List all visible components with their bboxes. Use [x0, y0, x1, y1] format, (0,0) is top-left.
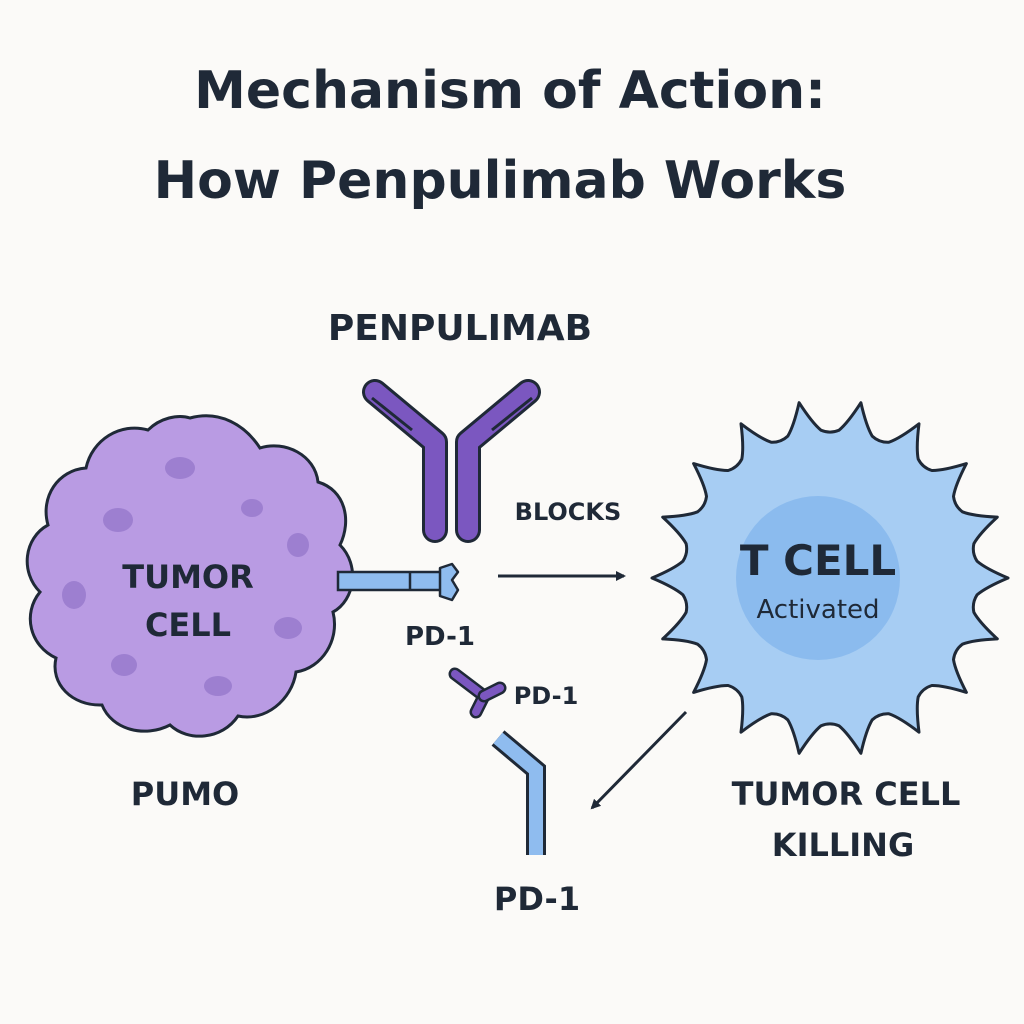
tumor-spot — [204, 676, 232, 696]
tumor-spot — [111, 654, 137, 676]
antibody-fragment-icon — [448, 667, 507, 719]
tumor-spot — [241, 499, 263, 517]
tumor-cell — [25, 414, 355, 738]
pd1-receptor-lower — [491, 730, 546, 855]
blocks-label: BLOCKS — [515, 498, 622, 526]
pd1-receptor-upper — [336, 562, 460, 602]
outcome-label-line-2: KILLING — [772, 826, 914, 864]
tumor-spot — [287, 533, 309, 557]
title-line-2: How Penpulimab Works — [154, 151, 847, 211]
tumor-spot — [103, 508, 133, 532]
pd1-label-upper: PD-1 — [405, 622, 475, 652]
t-cell-nucleus — [736, 496, 900, 660]
pd1-label-lower: PD-1 — [494, 880, 580, 918]
t-cell-status: Activated — [756, 595, 879, 625]
tumor-spot — [274, 617, 302, 639]
tumor-spot — [62, 581, 86, 609]
antibody-icon — [362, 379, 541, 543]
t-cell-label: T CELL — [740, 536, 896, 585]
outcome-label-line-1: TUMOR CELL — [732, 775, 961, 813]
tumor-cell-caption: PUMO — [131, 775, 239, 813]
t-cell — [650, 401, 1010, 755]
title-line-1: Mechanism of Action: — [194, 61, 826, 121]
tumor-cell-label-line-2: CELL — [145, 606, 231, 644]
tumor-cell-label-line-1: TUMOR — [122, 558, 254, 596]
killing-arrow — [590, 710, 688, 810]
tumor-spot — [165, 457, 195, 479]
pd1-label-middle: PD-1 — [514, 682, 579, 710]
antibody-label: PENPULIMAB — [328, 308, 592, 349]
tumor-cell-body — [25, 414, 355, 738]
